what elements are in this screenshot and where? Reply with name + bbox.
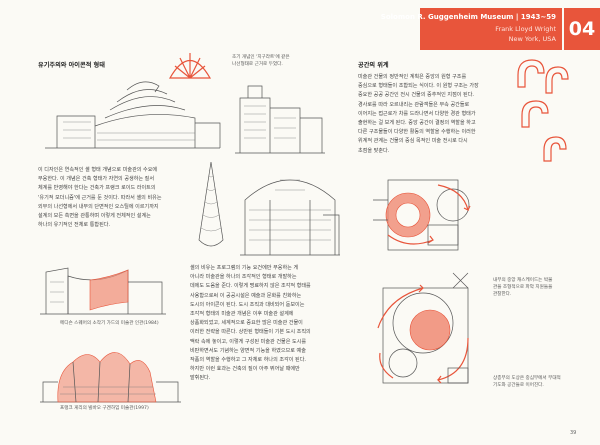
right-body-text: 미술관 건물의 정반적인 계획은 중앙의 원형 구조를 중심으로 형태들이 조합…: [358, 74, 479, 154]
building-section-sketch: [240, 179, 340, 256]
plan-outline-icons: [517, 59, 569, 162]
shell-caption: 초기 개념인 '지구라트'에 같은 나선형태로 근거로 두었다.: [232, 55, 290, 67]
caption-upper-floor-circulation: 상층부의 도상은 중심부에서 부대적 기도와 공간들로 이어진다.: [493, 376, 561, 388]
page-number: 39: [570, 430, 577, 436]
chapter-tab: 04: [564, 8, 600, 50]
left-body-text: 이 디자인은 연속적인 셸 형태 개념으로 미술관의 수요에 부응한다. 이 개…: [38, 167, 162, 229]
spiral-shell-sketch: [198, 161, 224, 247]
caption-central-cascade: 내부의 중앙 캐스케이드는 박물 관을 조형적으로 파악 지원들을 관찰한다.: [493, 278, 553, 297]
floor-plan-diagram-upper: [373, 179, 471, 251]
header-band: Solomon R. Guggenheim Museum | 1943~59 F…: [381, 8, 562, 50]
madison-square-museum-sketch: [40, 267, 166, 315]
header-location: New York, USA: [508, 35, 556, 43]
left-section-title: 유기주의와 아이콘적 형태: [38, 62, 105, 69]
museum-perspective-sketch: [45, 81, 221, 149]
caption-madison-sketch: 메디슨 스퀘어의 소작기 가드의 미술관 인관(1984): [60, 321, 159, 326]
header-architect: Frank Lloyd Wright: [495, 25, 556, 33]
bilbao-museum-sketch: [40, 352, 181, 403]
header-title: Solomon R. Guggenheim Museum | 1943~59: [380, 13, 556, 21]
shell-sketch-icon: [168, 53, 212, 79]
ziggurat-building-sketch: [235, 85, 325, 154]
center-body-text: 셸의 비유는 프로그램의 기능 요건에만 부응하는 게 아니라 미술관을 하나의…: [190, 265, 311, 382]
caption-bilbao-sketch: 프랭크 게리의 빌바오 구겐하임 미술관(1997): [60, 406, 149, 411]
floor-plan-diagram-lower: [377, 272, 469, 384]
right-section-title: 공간의 위계: [358, 62, 389, 69]
